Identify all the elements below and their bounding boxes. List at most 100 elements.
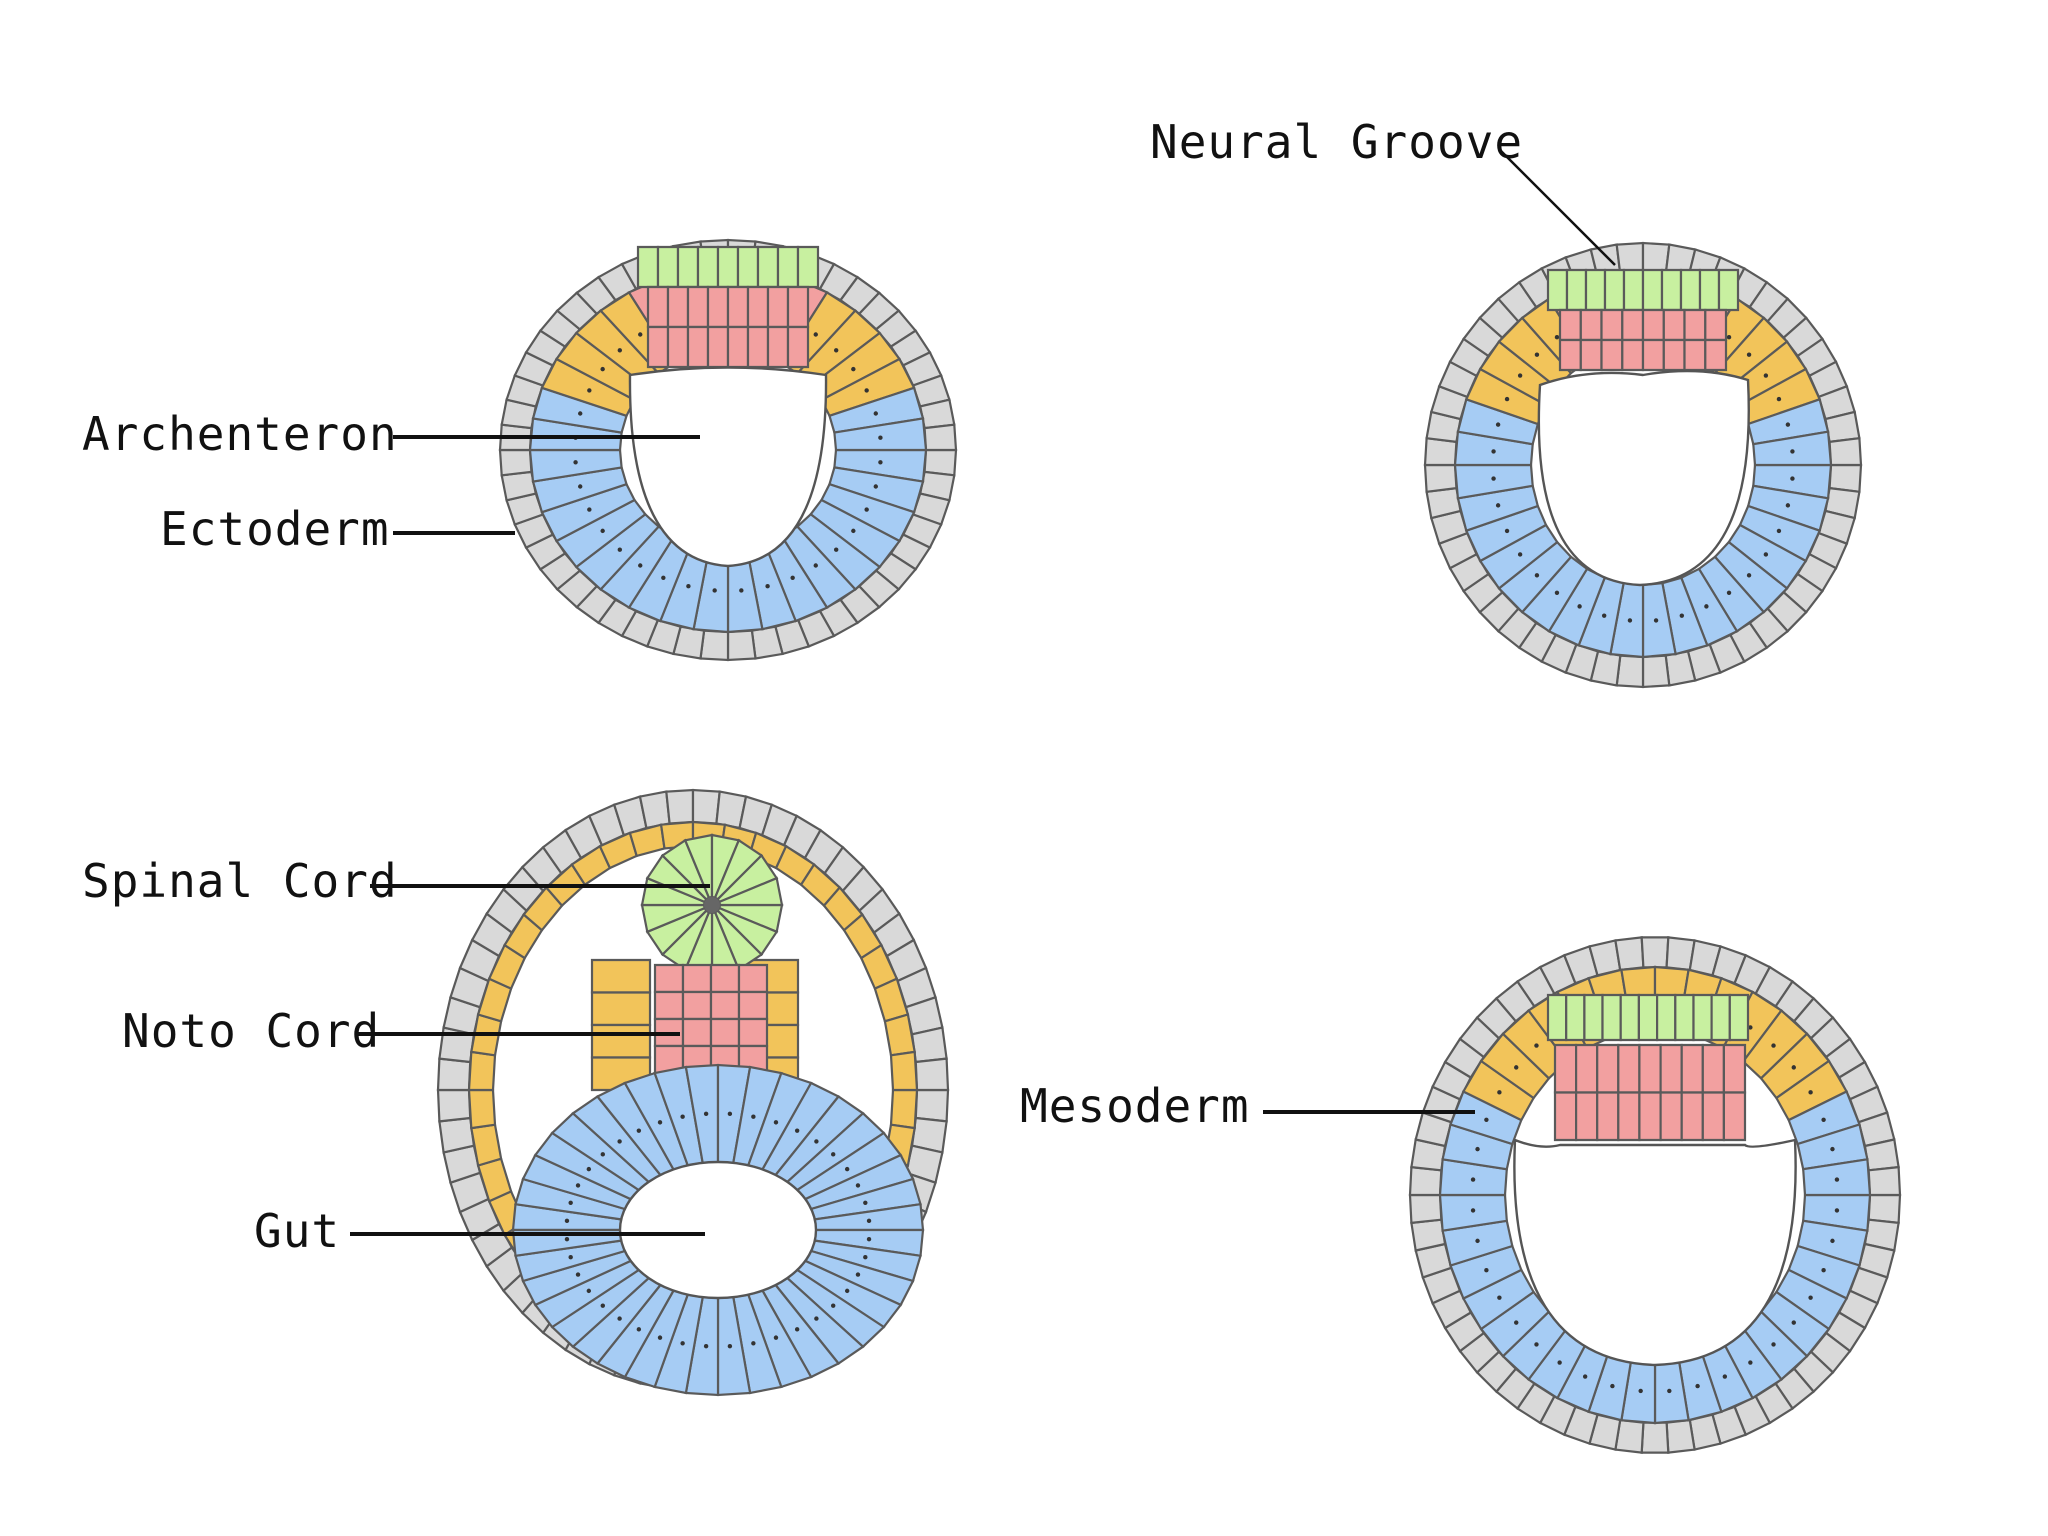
- ectoderm-cell: [1640, 1421, 1670, 1454]
- cell-nucleus: [1554, 335, 1560, 340]
- notochord-cell: [653, 990, 685, 1021]
- cell-nucleus: [851, 366, 856, 372]
- cell-nucleus: [1821, 1267, 1826, 1273]
- cell-nucleus: [586, 1288, 592, 1294]
- cell-nucleus: [1667, 1388, 1672, 1394]
- cell-nucleus: [844, 1288, 850, 1294]
- ectoderm-cell: [1641, 654, 1671, 689]
- cell-nucleus: [1763, 552, 1769, 557]
- cell-nucleus: [1790, 476, 1795, 481]
- notochord-cell: [1701, 1091, 1726, 1142]
- cell-nucleus: [703, 1111, 709, 1117]
- label-spinal-cord-group: Spinal Cord: [82, 854, 710, 908]
- ectoderm-cell: [436, 1057, 472, 1092]
- cell-nucleus: [1834, 1177, 1840, 1182]
- cell-nucleus: [864, 507, 869, 512]
- cell-nucleus: [855, 1183, 861, 1188]
- cell-nucleus: [831, 1303, 836, 1308]
- neural-plate-cell: [1584, 268, 1607, 312]
- cell-nucleus: [1748, 1025, 1753, 1030]
- ectoderm-cell: [438, 1116, 476, 1154]
- cell-nucleus: [833, 547, 839, 552]
- cell-nucleus: [1763, 373, 1769, 378]
- cell-nucleus: [751, 1341, 756, 1346]
- cell-nucleus: [863, 1254, 868, 1260]
- cell-nucleus: [575, 1183, 581, 1188]
- neural-plate-cell: [1619, 993, 1641, 1042]
- cell-nucleus: [1785, 503, 1791, 508]
- cell-nucleus: [1601, 613, 1607, 618]
- cell-nucleus: [1534, 1342, 1539, 1347]
- notochord-cell: [1641, 308, 1665, 342]
- notochord-cell: [737, 990, 769, 1021]
- neural-canal: [704, 897, 720, 913]
- label-archenteron-group: Archenteron: [82, 407, 700, 461]
- notochord-cell: [746, 325, 770, 369]
- notochord-cell: [666, 285, 690, 329]
- cell-nucleus: [617, 1316, 622, 1321]
- embryo-neurula-stage: [436, 788, 950, 1397]
- cell-nucleus: [1514, 1065, 1519, 1070]
- ectoderm-cell: [665, 788, 695, 825]
- cell-nucleus: [586, 1166, 592, 1172]
- cell-nucleus: [657, 1120, 663, 1125]
- notochord-cell: [1701, 1043, 1726, 1094]
- cell-nucleus: [794, 1327, 800, 1332]
- notochord-cell: [786, 285, 810, 329]
- notochord-cell: [686, 285, 710, 329]
- ectoderm-cell: [1423, 463, 1458, 494]
- notochord-cell: [1574, 1043, 1599, 1094]
- neural-plate-cell: [776, 245, 800, 289]
- notochord-cell: [1680, 1043, 1704, 1094]
- cell-nucleus: [657, 1335, 663, 1340]
- cell-nucleus: [1771, 1043, 1776, 1048]
- cell-nucleus: [727, 1343, 733, 1349]
- cell-nucleus: [617, 547, 623, 552]
- cell-nucleus: [1491, 449, 1496, 454]
- cell-nucleus: [1582, 1374, 1588, 1379]
- cell-nucleus: [638, 563, 643, 568]
- neural-plate-cell: [1546, 993, 1568, 1042]
- embryo-mesoderm-stage: [1408, 936, 1902, 1454]
- cell-nucleus: [1627, 618, 1633, 623]
- neural-plate-cell: [1546, 268, 1569, 312]
- neural-plate-cell: [1660, 268, 1683, 312]
- neural-plate-cell: [1698, 268, 1721, 312]
- cell-nucleus: [1577, 604, 1582, 609]
- cell-nucleus: [1679, 613, 1685, 618]
- notochord-cell: [1600, 308, 1624, 342]
- cell-nucleus: [600, 528, 605, 534]
- cell-nucleus: [1638, 1388, 1643, 1394]
- label-ectoderm: Ectoderm: [160, 502, 390, 556]
- cell-nucleus: [600, 366, 605, 372]
- cell-nucleus: [587, 507, 592, 512]
- cell-nucleus: [1746, 352, 1752, 357]
- cell-nucleus: [1704, 604, 1709, 609]
- cell-nucleus: [863, 1200, 868, 1206]
- cell-nucleus: [873, 484, 878, 489]
- cell-nucleus: [1790, 449, 1795, 454]
- mesoderm-cell: [467, 1088, 497, 1130]
- cell-nucleus: [794, 1128, 800, 1133]
- cell-nucleus: [1726, 335, 1732, 340]
- neural-plate-cell: [1601, 993, 1622, 1042]
- cell-nucleus: [1497, 1090, 1502, 1095]
- cell-nucleus: [813, 332, 818, 337]
- ectoderm-cell: [1640, 936, 1670, 969]
- label-neural-groove-group: Neural Groove: [1150, 115, 1616, 266]
- notochord-cell: [1704, 308, 1728, 342]
- ectoderm-cell: [726, 629, 757, 662]
- cell-nucleus: [739, 588, 744, 593]
- neural-plate-cell: [1655, 993, 1677, 1042]
- cell-nucleus: [1791, 1320, 1796, 1325]
- cell-nucleus: [600, 1303, 605, 1308]
- cell-nucleus: [814, 1139, 819, 1144]
- cell-nucleus: [1495, 503, 1501, 508]
- cell-nucleus: [1746, 573, 1752, 578]
- ectoderm-cell: [914, 1057, 950, 1092]
- cell-nucleus: [1504, 528, 1510, 534]
- notochord-cell: [1558, 308, 1582, 342]
- label-neural-groove: Neural Groove: [1150, 115, 1523, 169]
- notochord-cell: [686, 325, 710, 369]
- notochord-cell: [1553, 1091, 1578, 1142]
